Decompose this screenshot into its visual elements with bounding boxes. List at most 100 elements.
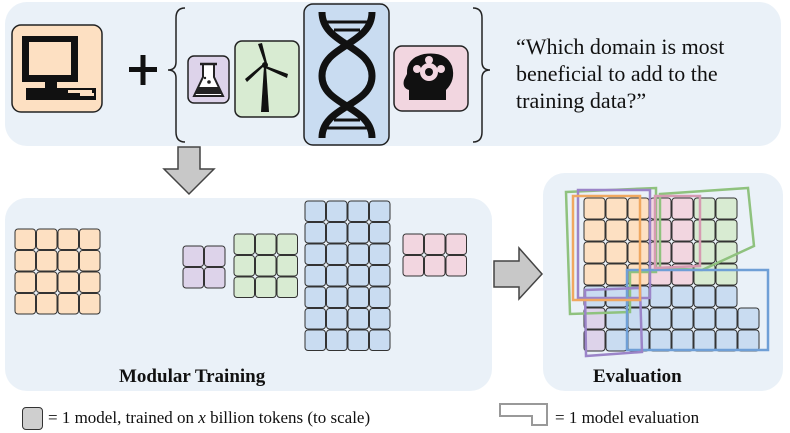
model-cell (36, 250, 58, 272)
eval-cell (715, 197, 738, 220)
model-cell (255, 255, 277, 277)
eval-cell (693, 197, 716, 220)
modular-training-caption: Modular Training (119, 366, 266, 387)
eval-cell (671, 329, 694, 352)
eval-cell (583, 307, 606, 330)
model-cell (326, 286, 348, 308)
eval-outline (571, 194, 642, 302)
model-cell (304, 308, 326, 330)
legend-eval-outline-icon (499, 403, 548, 426)
eval-cell (583, 263, 606, 286)
module-biology (304, 200, 391, 351)
model-cell (233, 276, 255, 298)
eval-cell (627, 329, 650, 352)
eval-cell (627, 197, 650, 220)
model-cell (445, 255, 467, 277)
model-cell (79, 228, 101, 250)
model-cell (445, 233, 467, 255)
model-cell (36, 228, 58, 250)
model-cell (57, 250, 79, 272)
model-cell (276, 255, 298, 277)
model-cell (347, 329, 369, 351)
eval-cell (671, 197, 694, 220)
eval-cell (715, 263, 738, 286)
model-cell (424, 255, 446, 277)
model-cell (326, 329, 348, 351)
model-cell (347, 222, 369, 244)
eval-cell (583, 241, 606, 264)
model-cell (369, 286, 391, 308)
dna-icon (303, 3, 390, 146)
model-cell (57, 293, 79, 315)
model-cell (36, 293, 58, 315)
module-psychology (402, 233, 467, 277)
down-arrow (162, 146, 216, 196)
model-cell (204, 245, 226, 267)
model-cell (326, 243, 348, 265)
eval-cell (671, 241, 694, 264)
model-cell (402, 233, 424, 255)
eval-cell (627, 241, 650, 264)
model-cell (347, 286, 369, 308)
model-cell (276, 276, 298, 298)
eval-cell (649, 329, 672, 352)
eval-outline (583, 286, 644, 358)
eval-cell (671, 307, 694, 330)
model-cell (326, 308, 348, 330)
model-cell (304, 265, 326, 287)
eval-cell (693, 219, 716, 242)
model-cell (424, 233, 446, 255)
model-cell (347, 243, 369, 265)
module-energy (233, 233, 298, 298)
right-arrow (493, 246, 544, 301)
eval-outline (564, 186, 658, 316)
top-panel (5, 2, 781, 146)
science-flask-icon (187, 55, 230, 104)
model-cell (369, 200, 391, 222)
model-cell (369, 222, 391, 244)
model-cell (347, 265, 369, 287)
eval-cell (715, 219, 738, 242)
model-cell (182, 267, 204, 289)
eval-cell (671, 285, 694, 308)
eval-outline (658, 186, 756, 272)
eval-cell (605, 329, 628, 352)
model-cell (326, 265, 348, 287)
legend-eval-text: = 1 model evaluation (555, 408, 700, 427)
model-cell (276, 233, 298, 255)
model-cell (304, 329, 326, 351)
model-cell (326, 200, 348, 222)
plus-icon (129, 55, 157, 85)
eval-cell (583, 329, 606, 352)
evaluation-grid (564, 186, 770, 358)
model-cell (369, 329, 391, 351)
model-cell (255, 233, 277, 255)
eval-cell (671, 219, 694, 242)
brain-gears-icon (393, 45, 469, 112)
eval-cell (627, 219, 650, 242)
eval-cell (605, 263, 628, 286)
model-cell (79, 250, 101, 272)
eval-cell (605, 197, 628, 220)
module-science (182, 245, 226, 289)
model-cell (36, 271, 58, 293)
model-cell (369, 308, 391, 330)
computer-icon (11, 24, 103, 113)
eval-cell (693, 285, 716, 308)
eval-cell (649, 307, 672, 330)
legend-model-text: = 1 model, trained on x billion tokens (… (48, 408, 370, 428)
model-cell (14, 293, 36, 315)
legend-model-swatch (22, 407, 43, 430)
model-cell (204, 267, 226, 289)
model-cell (233, 233, 255, 255)
model-cell (255, 276, 277, 298)
eval-outline (653, 194, 702, 270)
model-cell (79, 271, 101, 293)
eval-cell (605, 219, 628, 242)
eval-cell (715, 329, 738, 352)
model-cell (304, 286, 326, 308)
model-cell (233, 255, 255, 277)
eval-cell (715, 285, 738, 308)
model-cell (79, 293, 101, 315)
